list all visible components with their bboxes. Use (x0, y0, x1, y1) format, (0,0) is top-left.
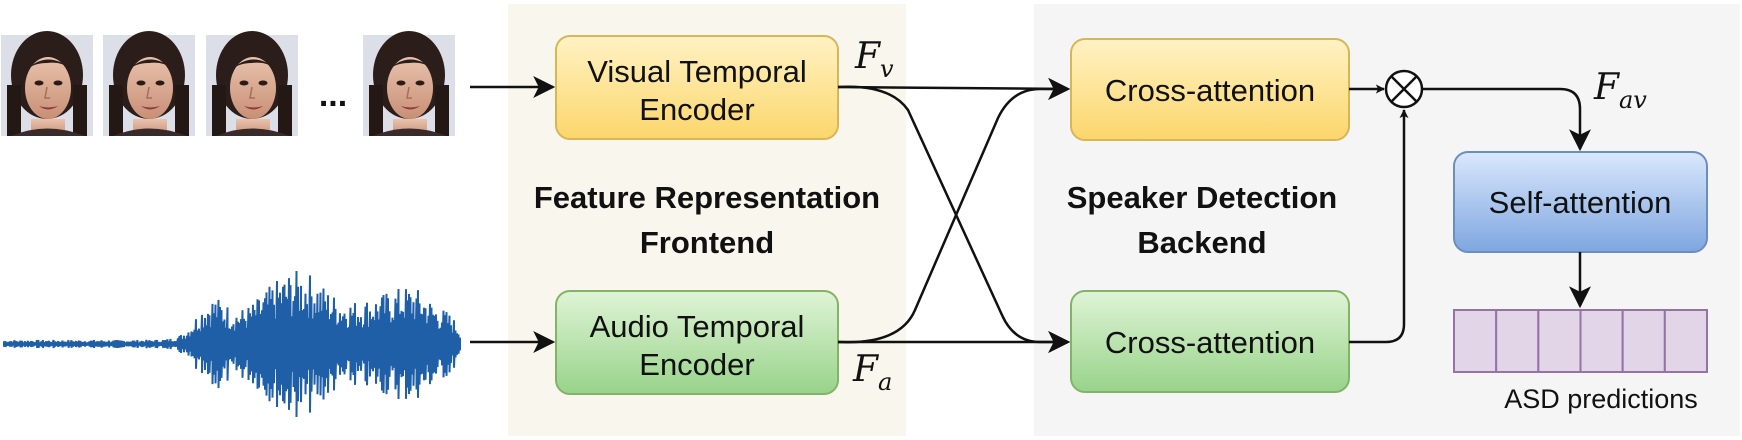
visual-encoder-label-line1: Visual Temporal (587, 54, 806, 89)
visual-feature-label: Fv (854, 36, 894, 83)
connector-audio-to-top-cross-attention (837, 78, 1071, 344)
frontend-title-line2: Frontend (640, 225, 774, 260)
visual-encoder-label-line2: Encoder (639, 92, 754, 127)
video-frame-1 (0, 30, 94, 137)
backend-title-line2: Backend (1137, 225, 1266, 260)
asd-predictions-strip (1453, 309, 1709, 373)
connector-visual-to-bottom-cross-attention (837, 85, 1071, 353)
frontend-title-line1: Feature Representation (534, 180, 880, 215)
video-frame-3 (205, 30, 299, 137)
audiovisual-feature-label: Fav (1593, 67, 1647, 114)
audio-encoder-label-line1: Audio Temporal (590, 309, 805, 344)
asd-predictions-label: ASD predictions (1504, 384, 1698, 414)
video-frame-2 (102, 30, 196, 137)
arrow-bottom-cross-to-fusion (1349, 109, 1409, 344)
cross-attention-bottom-label: Cross-attention (1105, 325, 1315, 360)
connector-visual-to-top-cross-attention (837, 77, 1071, 100)
audio-encoder-label-line2: Encoder (639, 347, 754, 382)
prediction-cell (1537, 309, 1582, 373)
prediction-cell (1663, 309, 1709, 373)
backend-title-line1: Speaker Detection (1067, 180, 1338, 215)
video-frames (0, 30, 456, 137)
prediction-cell (1579, 309, 1624, 373)
prediction-cell (1453, 309, 1498, 373)
audio-waveform-icon (3, 270, 461, 418)
prediction-cell (1621, 309, 1666, 373)
audio-feature-label: Fa (852, 349, 892, 396)
arrow-fusion-to-self-attention (1422, 87, 1591, 152)
self-attention-label: Self-attention (1489, 185, 1672, 220)
circled-times-icon (1384, 69, 1424, 109)
video-frame-5 (362, 30, 456, 137)
cross-attention-top-label: Cross-attention (1105, 73, 1315, 108)
prediction-cell (1495, 309, 1540, 373)
video-frames-ellipsis: ... (319, 76, 347, 114)
